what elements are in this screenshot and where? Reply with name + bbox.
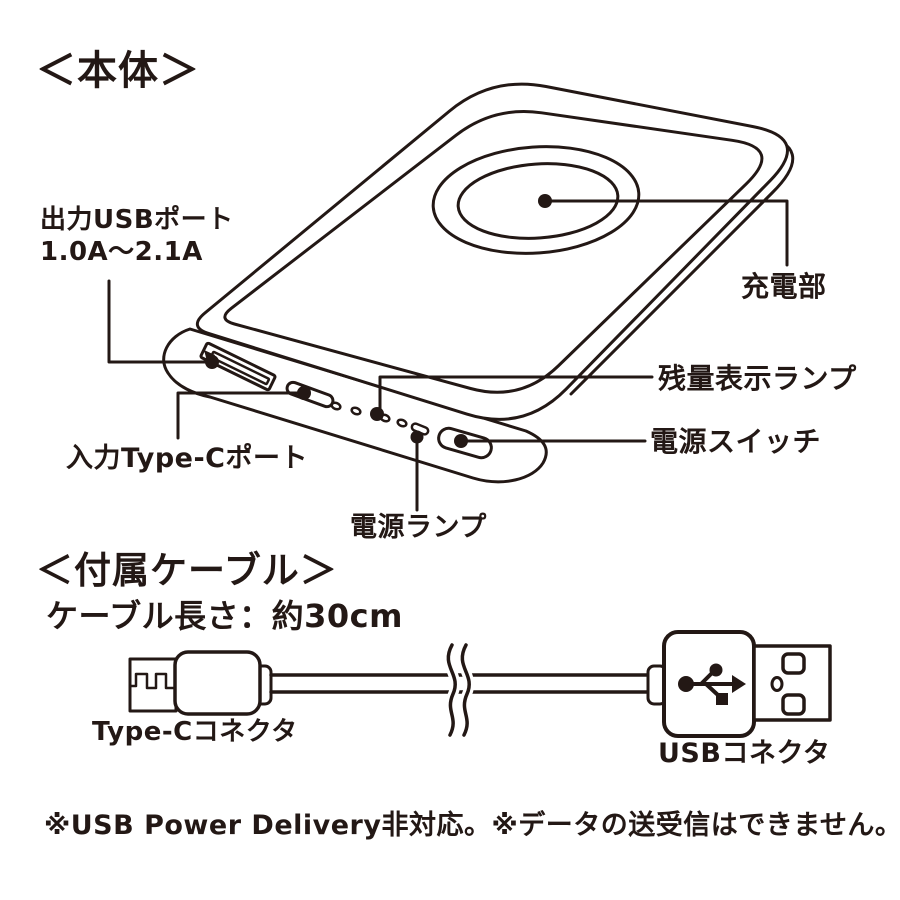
leader-dots <box>205 194 552 448</box>
label-typec-connector: Type-Cコネクタ <box>92 717 298 747</box>
cable-section-title: ＜付属ケーブル＞ <box>36 549 338 592</box>
label-input-typec-port: 入力Type-Cポート <box>66 443 308 474</box>
leader-charging-area <box>543 199 789 267</box>
label-power-lamp: 電源ランプ <box>350 512 487 543</box>
type-c-plug-contact-pattern <box>128 672 178 690</box>
leader-lines <box>107 199 789 512</box>
label-output-usb-amperage: 1.0A〜2.1A <box>40 237 203 267</box>
label-power-switch: 電源スイッチ <box>650 425 822 458</box>
label-usb-connector: USBコネクタ <box>658 738 831 769</box>
leader-output-usb <box>107 279 212 364</box>
device-top-inner-outline <box>223 109 764 394</box>
cable-length-note: ケーブル長さ：約30cm <box>46 597 403 635</box>
type-c-plug <box>128 650 273 716</box>
label-battery-level-lamp: 残量表示ランプ <box>658 362 857 395</box>
label-output-usb-port: 出力USBポート <box>40 205 234 235</box>
cable-illustration <box>128 630 832 740</box>
cable-wire <box>269 673 652 694</box>
footer-disclaimer: ※USB Power Delivery非対応。※データの送受信はできません。 <box>44 810 900 841</box>
label-charging-area: 充電部 <box>741 270 827 303</box>
leader-input-typec <box>176 391 302 440</box>
power-bank-illustration <box>162 82 795 484</box>
battery-level-led-indicators <box>330 401 408 428</box>
body-section-title: ＜本体＞ <box>36 48 200 94</box>
wireless-charging-pad <box>431 145 641 255</box>
usb-trident-icon <box>678 663 746 705</box>
leader-battery-lamp <box>378 375 654 412</box>
usb-plug-holes <box>770 652 806 716</box>
cable-break-marks <box>443 640 475 740</box>
usb-a-plug <box>646 630 832 738</box>
